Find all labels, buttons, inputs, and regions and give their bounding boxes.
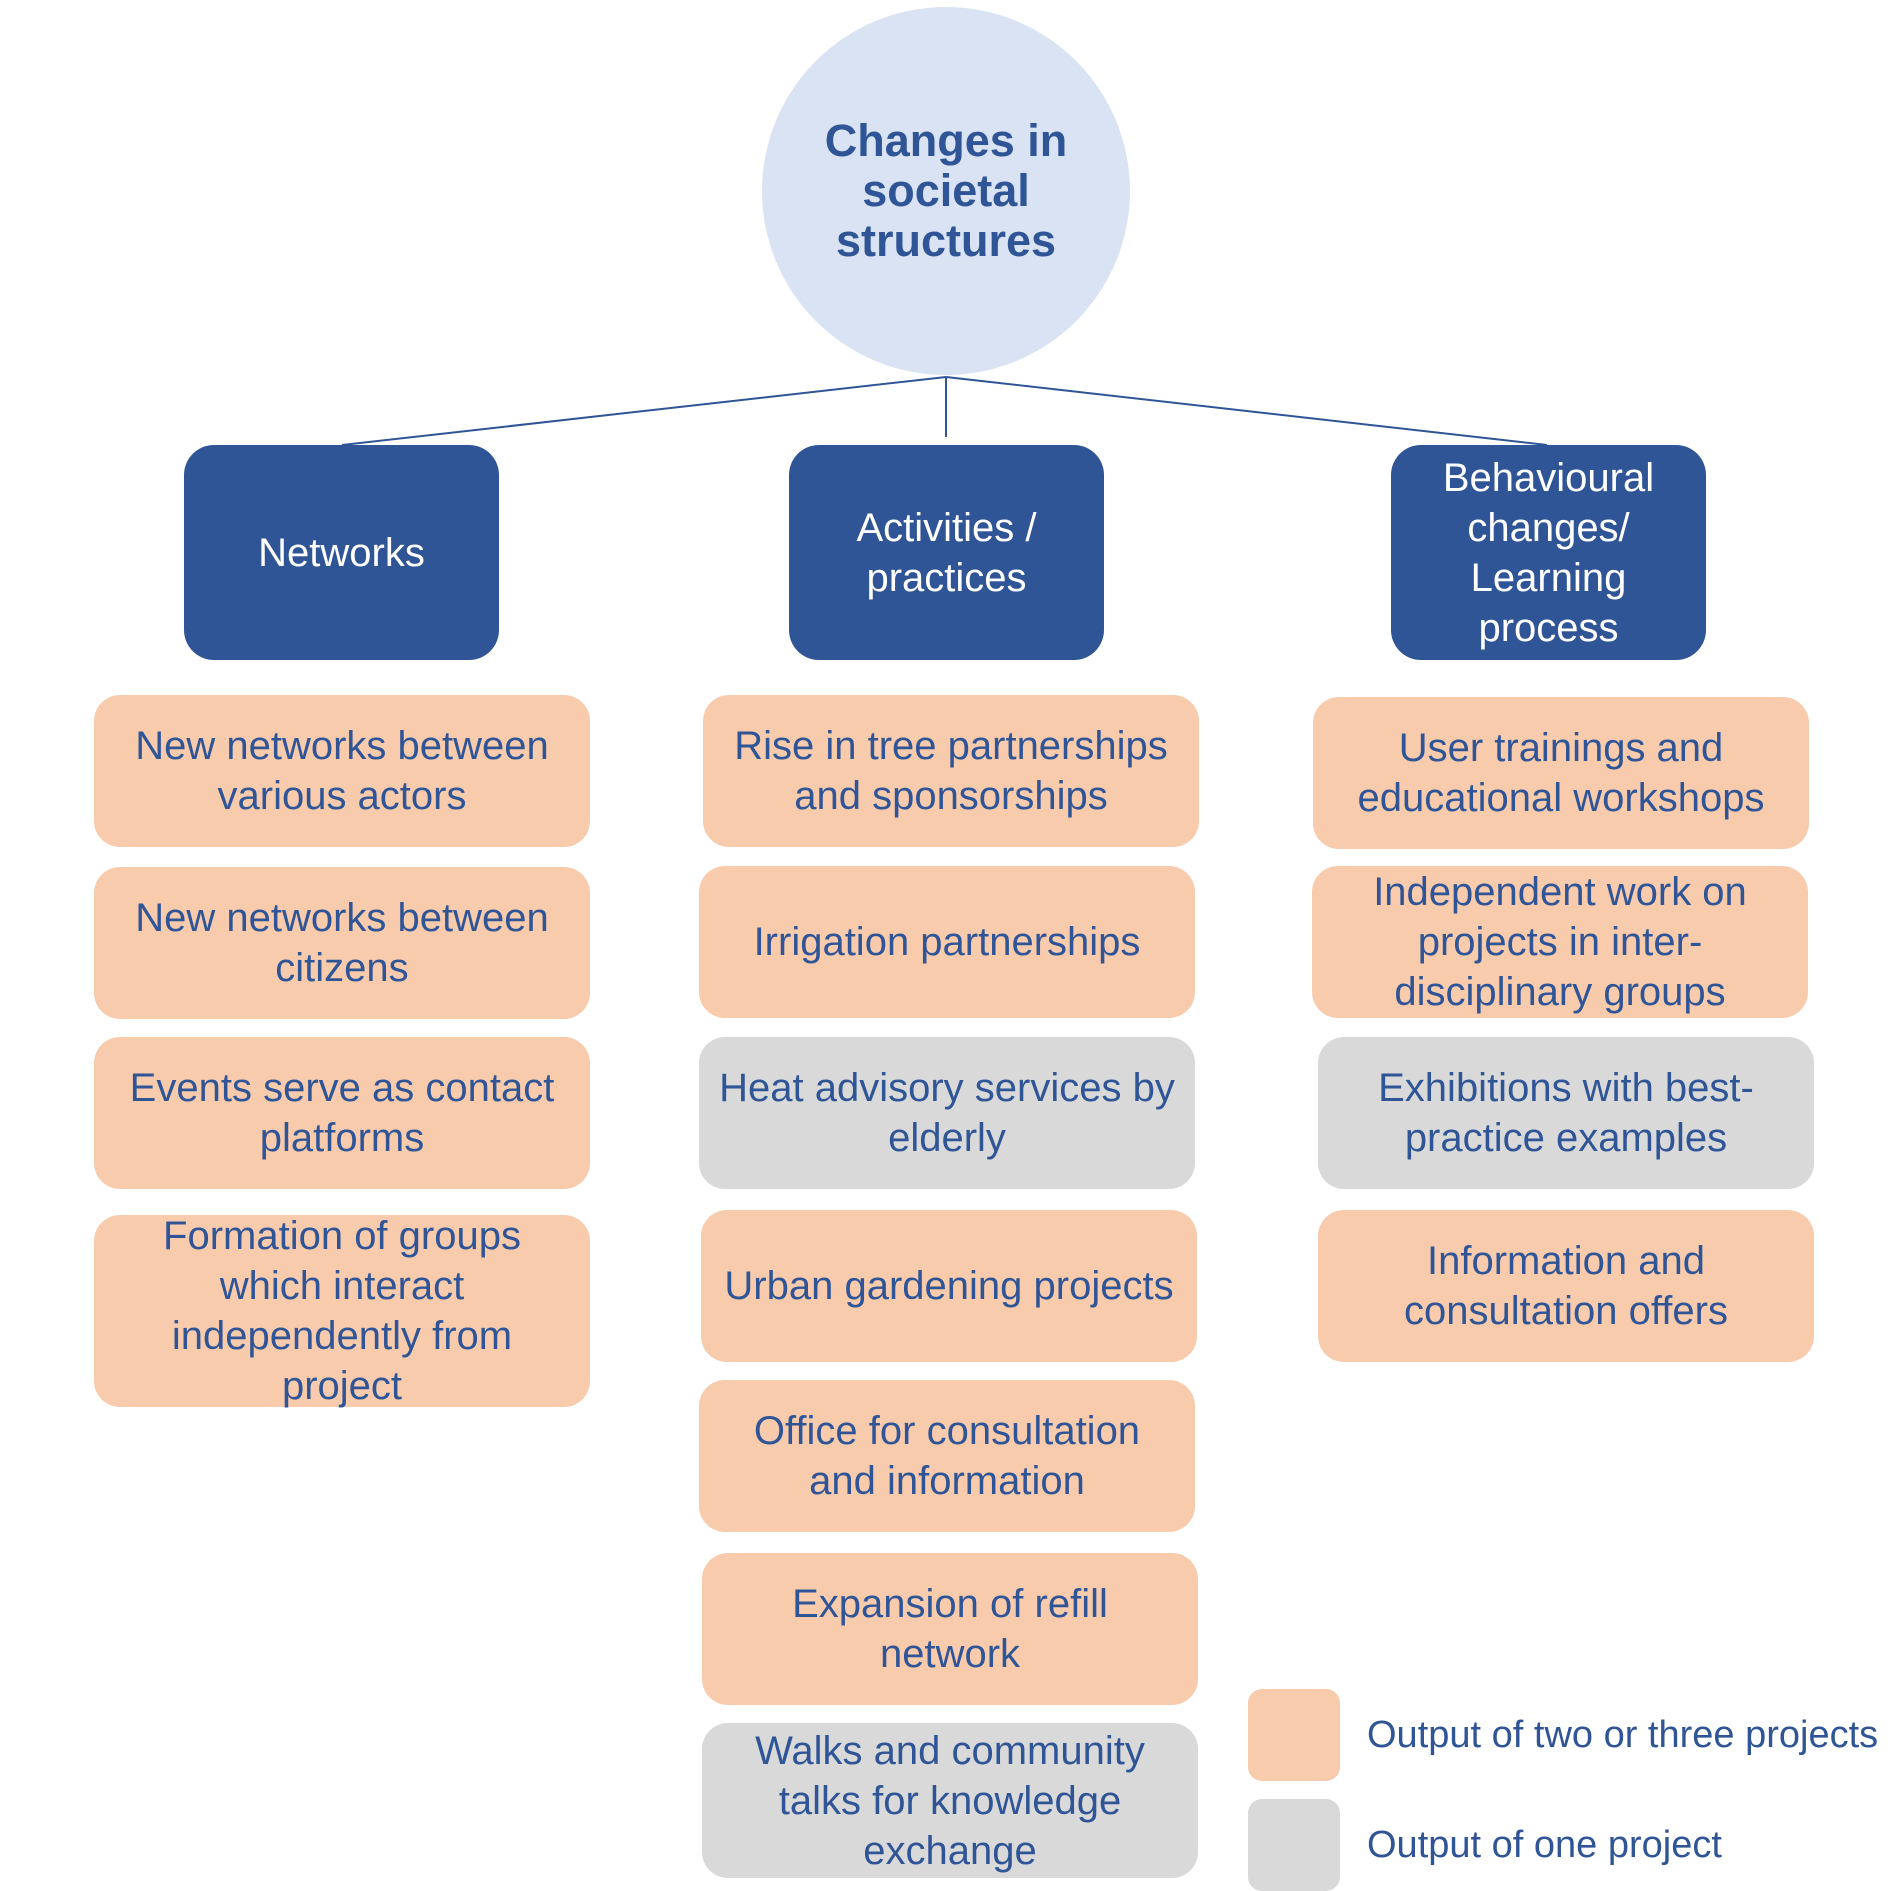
category-label: Activities / practices <box>856 505 1037 600</box>
item-label: Independent work on projects in inter-di… <box>1373 870 1747 1014</box>
networks-item: New networks between various actors <box>94 695 590 847</box>
item-label: Irrigation partnerships <box>753 920 1141 964</box>
item-label: Rise in tree partnerships and sponsorshi… <box>734 724 1168 818</box>
legend-swatch-multi <box>1248 1689 1340 1781</box>
activities-item: Walks and community talks for knowledge … <box>702 1723 1198 1878</box>
connector-to-behavioural <box>945 376 1548 446</box>
item-label: Urban gardening projects <box>724 1264 1174 1308</box>
category-activities-practices: Activities / practices <box>789 445 1104 660</box>
connector-to-networks <box>341 376 947 446</box>
item-label: User trainings and educational workshops <box>1357 726 1765 820</box>
legend-label-single: Output of one project <box>1367 1823 1722 1866</box>
networks-item: Formation of groups which interact indep… <box>94 1214 590 1408</box>
networks-item: New networks between citizens <box>94 867 590 1019</box>
category-behavioural-changes: Behavioural changes/ Learning process <box>1391 445 1706 660</box>
legend-swatch-single <box>1248 1799 1340 1891</box>
item-label: Expansion of refill network <box>792 1582 1108 1676</box>
category-label: Networks <box>258 530 425 575</box>
activities-item: Heat advisory services by elderly <box>699 1037 1195 1189</box>
item-label: Formation of groups which interact indep… <box>163 1214 521 1408</box>
legend-label-multi: Output of two or three projects <box>1367 1713 1879 1756</box>
item-label: Office for consultation and information <box>753 1409 1141 1503</box>
activities-item: Rise in tree partnerships and sponsorshi… <box>703 695 1199 847</box>
activities-item: Irrigation partnerships <box>699 866 1195 1018</box>
activities-item: Office for consultation and information <box>699 1380 1195 1532</box>
activities-item: Urban gardening projects <box>701 1210 1197 1362</box>
item-label: Exhibitions with best-practice examples <box>1378 1066 1754 1160</box>
item-label: Heat advisory services by elderly <box>719 1066 1175 1160</box>
item-label: New networks between various actors <box>135 724 549 818</box>
activities-item: Expansion of refill network <box>702 1553 1198 1705</box>
behavioural-item: Exhibitions with best-practice examples <box>1318 1037 1814 1189</box>
item-label: Events serve as contact platforms <box>129 1066 555 1160</box>
root-node-label: Changes in societal structures <box>824 115 1068 266</box>
root-node: Changes in societal structures <box>762 7 1130 375</box>
behavioural-item: Information and consultation offers <box>1318 1210 1814 1362</box>
category-networks: Networks <box>184 445 499 660</box>
networks-item: Events serve as contact platforms <box>94 1037 590 1189</box>
item-label: Walks and community talks for knowledge … <box>755 1728 1145 1873</box>
item-label: New networks between citizens <box>135 896 549 990</box>
behavioural-item: Independent work on projects in inter-di… <box>1312 866 1808 1018</box>
item-label: Information and consultation offers <box>1404 1239 1728 1333</box>
category-label: Behavioural changes/ Learning process <box>1442 455 1655 650</box>
behavioural-item: User trainings and educational workshops <box>1313 697 1809 849</box>
